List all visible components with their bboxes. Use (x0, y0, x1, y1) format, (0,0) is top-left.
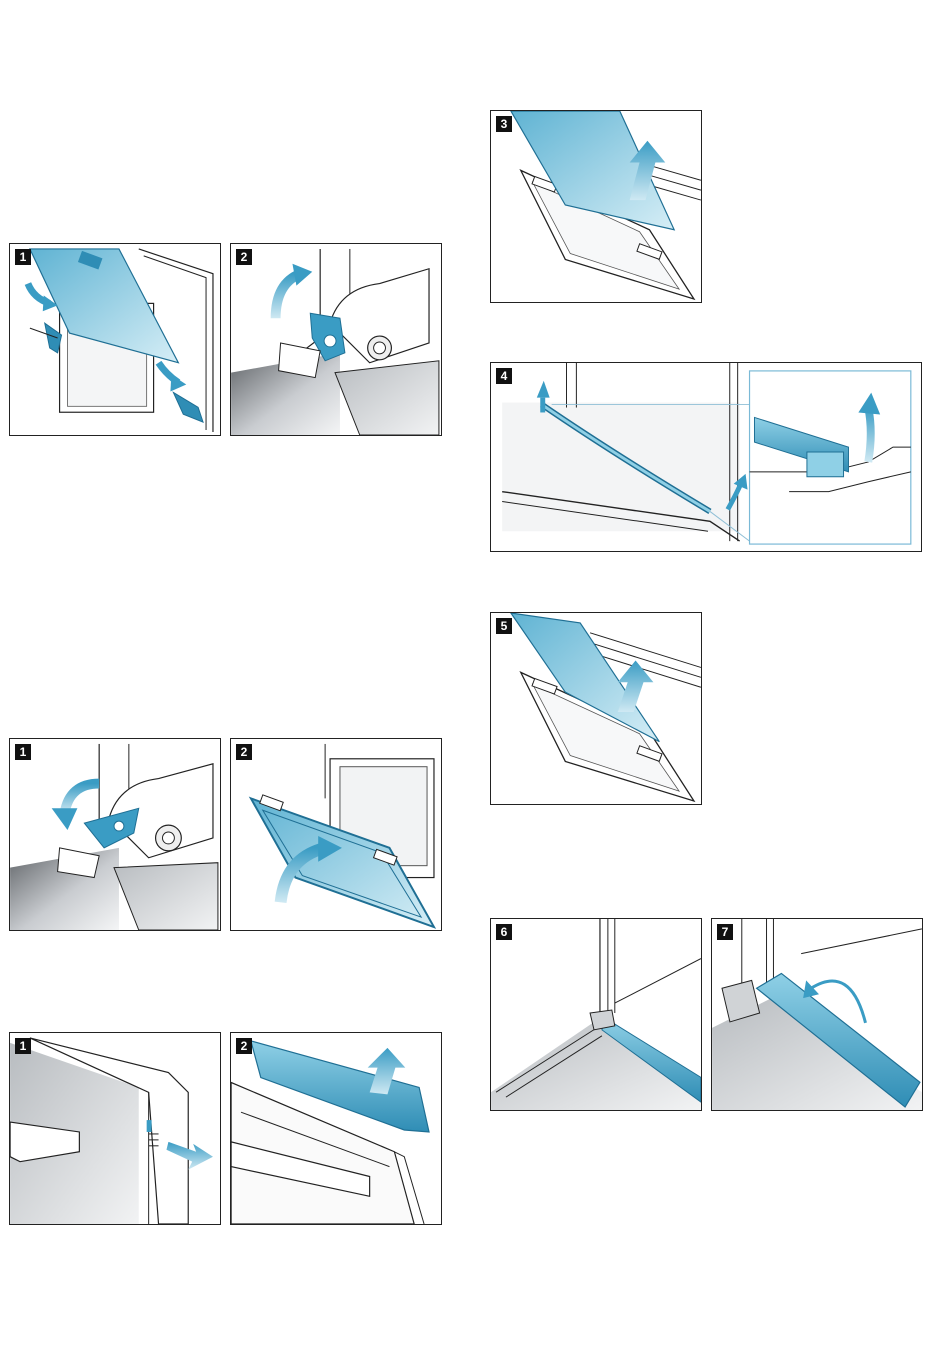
door-glass-removal-illustration (10, 244, 220, 435)
step-number-badge: 4 (496, 368, 512, 384)
figure-d-step-7-panel: 7 (711, 918, 923, 1111)
hinge-lever-close-illustration (10, 739, 220, 930)
step-number-badge: 2 (236, 1038, 252, 1054)
figure-b-step-1-panel: 1 (9, 738, 221, 931)
step-number-badge: 6 (496, 924, 512, 940)
step-number-badge: 2 (236, 744, 252, 760)
seal-insert-illustration (491, 919, 701, 1110)
step-number-badge: 3 (496, 116, 512, 132)
up-arrow-shape (618, 661, 654, 712)
step-number-badge: 1 (15, 744, 31, 760)
step-number-badge: 1 (15, 1038, 31, 1054)
door-close-illustration (231, 739, 441, 930)
insert-glass-pane-illustration (491, 613, 701, 804)
seal-removal-illustration (491, 363, 921, 551)
figure-c-step-1-panel: 1 (9, 1032, 221, 1225)
figure-b-step-2-panel: 2 (230, 738, 442, 931)
figure-a-step-1-panel: 1 (9, 243, 221, 436)
lift-glass-pane-illustration (491, 111, 701, 302)
seal-press-illustration (712, 919, 922, 1110)
step-number-badge: 5 (496, 618, 512, 634)
figure-d-step-6-panel: 6 (490, 918, 702, 1111)
figure-d-step-5-panel: 5 (490, 612, 702, 805)
step-number-badge: 7 (717, 924, 733, 940)
figure-c-step-2-panel: 2 (230, 1032, 442, 1225)
step-number-badge: 1 (15, 249, 31, 265)
step-number-badge: 2 (236, 249, 252, 265)
hinge-lever-illustration (231, 244, 441, 435)
figure-a-step-2-panel: 2 (230, 243, 442, 436)
figure-d-step-4-panel: 4 (490, 362, 922, 552)
figure-d-step-3-panel: 3 (490, 110, 702, 303)
cover-removal-illustration (231, 1033, 441, 1224)
cover-release-illustration (10, 1033, 220, 1224)
